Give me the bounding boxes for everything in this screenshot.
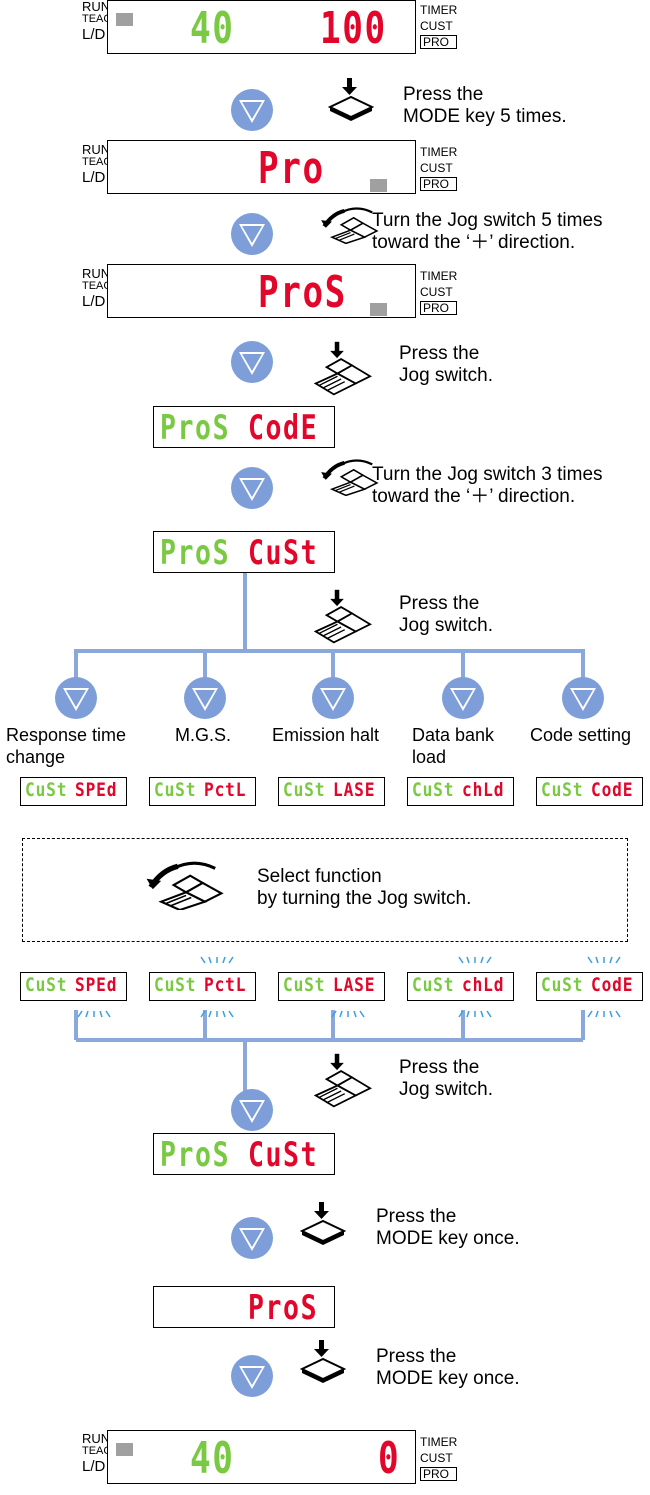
jog-press-icon [310,1052,374,1110]
function-caption: Emission halt [272,725,380,745]
display-right-value: 0 [378,1433,401,1484]
display-right-value: ProS [258,267,347,318]
down-arrow-icon [230,466,274,510]
jog-press-icon [310,340,374,398]
down-arrow-icon [230,88,274,132]
display-right-value: CodE [248,408,319,448]
status-indicator [370,303,387,316]
jog-turn-icon [318,456,380,496]
down-arrow-icon [230,1354,274,1398]
mode-key-icon [300,1200,346,1246]
display-left-value: 40 [190,3,235,54]
display-left-value: ProS [160,408,231,448]
pro-label: PRO [420,35,458,49]
down-arrow-icon [230,340,274,384]
display-right-value: CuSt [248,1135,319,1175]
display-right-value: CuSt [248,533,319,573]
mode-labels-left: RUN TEACH L/D [82,1431,120,1475]
down-arrow-icon [561,676,605,720]
display-panel: Pro [107,140,416,194]
display-right-value: Pro [258,143,325,194]
display-panel: 40 100 [107,0,416,54]
down-arrow-icon [311,676,355,720]
timer-label: TIMER [420,3,458,17]
down-arrow-icon [230,1216,274,1260]
status-indicator [370,179,387,192]
mode-labels-right: TIMER CUST PRO [420,145,458,191]
display-right-value: 100 [320,3,387,54]
display-panel: ProS [107,264,416,318]
jog-turn-icon [140,858,228,910]
ld-label: L/D [82,26,106,43]
display-left-value: 40 [190,1433,235,1484]
cust-label: CUST [420,19,453,33]
run-label: RUN [82,0,111,14]
mode-labels-left: RUN TEACH L/D [82,266,120,310]
status-indicator [116,1443,133,1456]
jog-press-icon [310,588,374,646]
mode-key-icon [300,1338,346,1384]
display-right-value: ProS [248,1288,319,1328]
function-caption: M.G.S. [175,725,232,745]
display-panel: ProS [153,1286,335,1328]
display-panel: 40 0 [107,1430,416,1484]
select-function-box [22,838,628,942]
mode-labels-right: TIMER CUST PRO [420,3,458,49]
teach-label: TEACH [82,13,120,25]
down-arrow-icon [230,1088,274,1132]
display-left-value: ProS [160,1135,231,1175]
display-panel: ProS CuSt [153,1133,335,1175]
mode-labels-right: TIMER CUST PRO [420,1435,458,1481]
mode-labels-right: TIMER CUST PRO [420,269,458,315]
down-arrow-icon [441,676,485,720]
function-caption: Code setting [530,725,632,745]
display-panel: ProS CodE [153,406,335,448]
display-panel: ProS CuSt [153,531,335,573]
display-left-value: ProS [160,533,231,573]
down-arrow-icon [183,676,227,720]
jog-turn-icon [318,204,380,244]
mode-key-icon [328,76,374,122]
down-arrow-icon [230,212,274,256]
down-arrow-icon [54,676,98,720]
blink-marks [77,956,621,1018]
mode-labels-left: RUN TEACH L/D [82,142,120,186]
status-indicator [116,13,133,26]
mode-labels-left: RUN TEACH L/D [82,0,119,42]
